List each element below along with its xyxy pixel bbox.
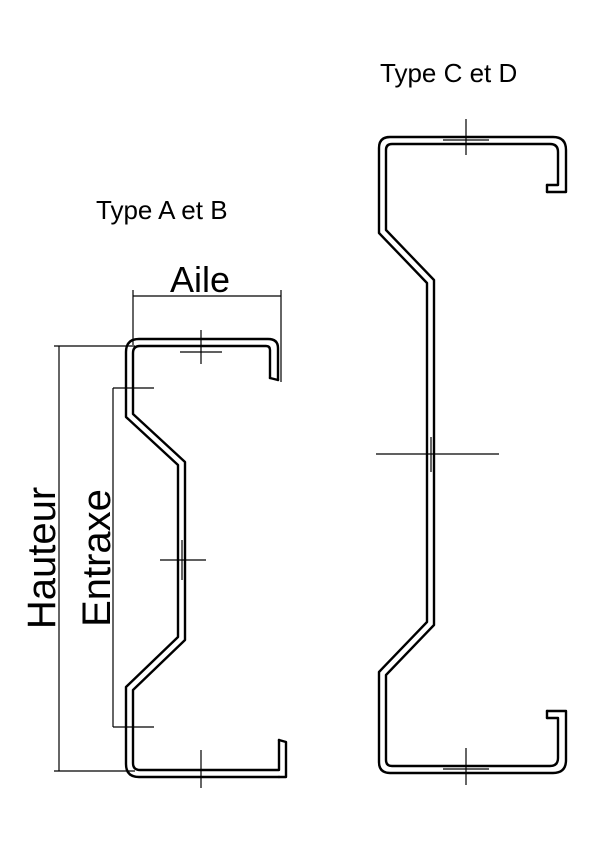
profile-type-cd — [376, 119, 568, 785]
profile-ab-inner — [124, 337, 281, 779]
label-entraxe: Entraxe — [75, 489, 119, 627]
label-aile: Aile — [170, 259, 230, 300]
profile-ab-lip-bottom — [277, 738, 288, 779]
title-type-ab: Type A et B — [96, 195, 228, 225]
profile-cd-inner — [377, 135, 568, 775]
profile-cd-outer — [384, 142, 560, 768]
profile-ab-lip-top — [268, 376, 280, 382]
profile-type-ab — [113, 330, 288, 788]
dimension-hauteur: Hauteur — [20, 345, 135, 772]
dimension-aile: Aile — [132, 259, 282, 382]
label-hauteur: Hauteur — [20, 487, 64, 629]
title-type-cd: Type C et D — [380, 58, 517, 88]
dimension-entraxe: Entraxe — [75, 388, 119, 727]
profile-ab-outer — [131, 344, 281, 772]
